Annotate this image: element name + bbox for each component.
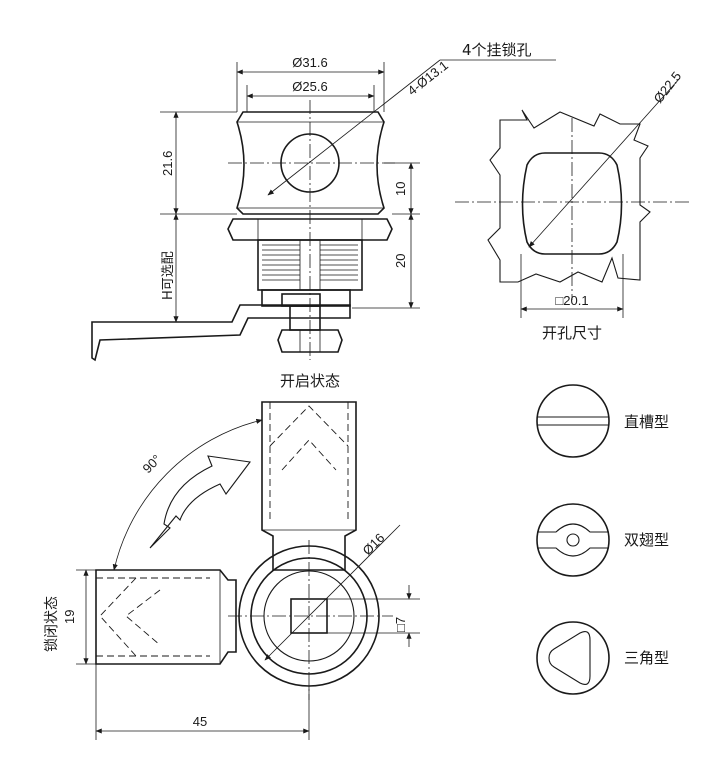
label-padlock-holes: 4个挂锁孔 — [462, 41, 532, 59]
cutout-label: 开孔尺寸 — [542, 324, 602, 342]
key-type-label: 双翅型 — [624, 531, 669, 549]
key-types: 直槽型 双翅型 三角型 — [536, 384, 669, 695]
thread-lines — [262, 240, 358, 290]
cutout-dim-square: □20.1 — [555, 293, 588, 308]
cutout-view: Ø22.5 □20.1 开孔尺寸 — [455, 69, 690, 342]
dim-19: 19 — [62, 610, 77, 624]
dim-padlock-hole: 4-Ø13.1 — [405, 58, 451, 99]
key-type-double-wing: 双翅型 — [536, 503, 669, 577]
dim-angle-90: 90° — [140, 452, 165, 477]
key-type-triangle: 三角型 — [536, 621, 669, 695]
key-type-label: 三角型 — [624, 649, 669, 667]
label-closed-state: 锁闭状态 — [44, 596, 60, 652]
dim-10: 10 — [393, 182, 408, 196]
dim-20: 20 — [393, 254, 408, 268]
side-view: Ø31.6 Ø25.6 4-Ø13.1 4个挂锁孔 21.6 H可选配 10 2… — [91, 41, 556, 362]
dim-head-height: 21.6 — [160, 151, 175, 176]
key-type-straight-slot: 直槽型 — [536, 384, 669, 458]
dim-square-7: □7 — [393, 617, 408, 632]
dim-diameter-16: Ø16 — [360, 530, 388, 558]
dim-inner-diameter: Ø25.6 — [292, 79, 327, 94]
cutout-dim-diameter: Ø22.5 — [651, 69, 685, 106]
label-h-optional: H可选配 — [161, 251, 176, 300]
label-open-state: 开启状态 — [280, 372, 340, 390]
key-type-label: 直槽型 — [624, 413, 669, 431]
rotation-arrow-icon — [149, 455, 251, 549]
dim-45: 45 — [193, 714, 207, 729]
dim-outer-diameter: Ø31.6 — [292, 55, 327, 70]
state-view: 开启状态 Ø16 □7 19 锁闭状态 — [44, 372, 420, 740]
